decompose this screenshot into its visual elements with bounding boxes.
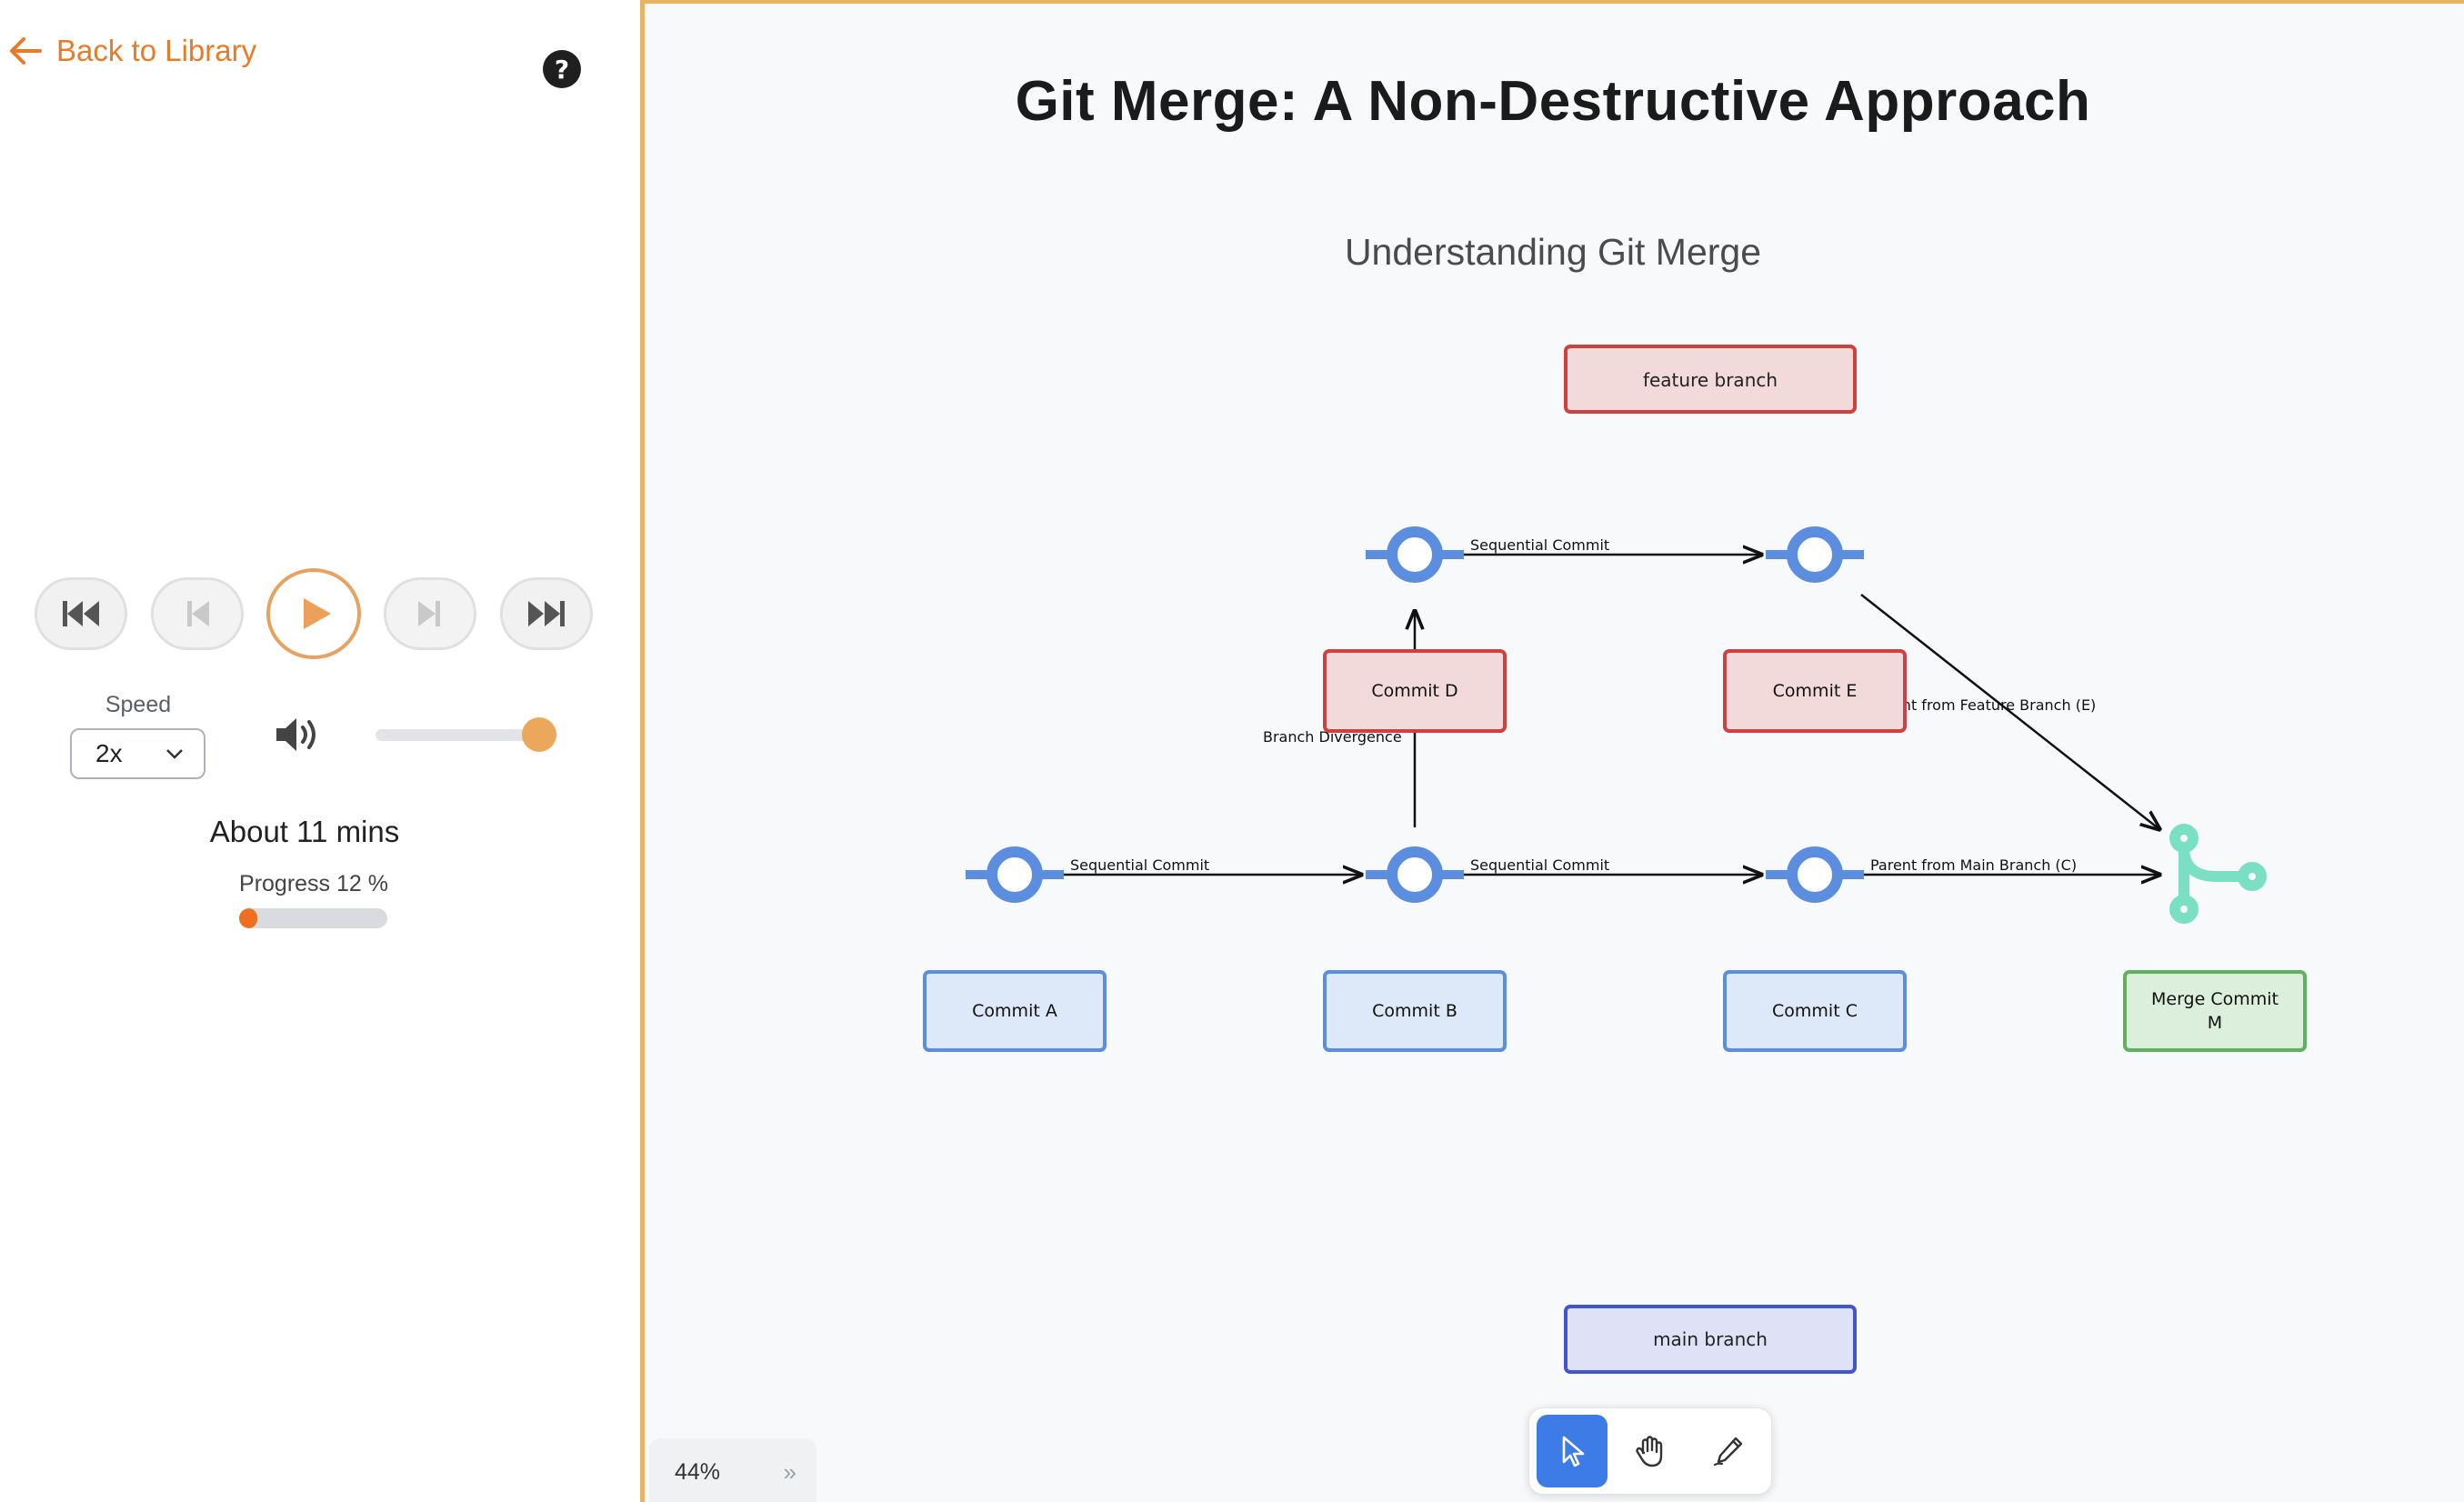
- previous-icon: [187, 601, 209, 626]
- back-to-library-label: Back to Library: [56, 34, 257, 67]
- speed-select[interactable]: 2x: [70, 728, 205, 779]
- duration-text: About 11 mins: [209, 815, 400, 848]
- progress-bar: [239, 908, 387, 928]
- commit-d-box[interactable]: Commit D: [1323, 649, 1507, 733]
- main-branch-box[interactable]: main branch: [1564, 1305, 1857, 1374]
- edge-label-e-m: Parent from Feature Branch (E): [1870, 696, 2096, 714]
- commit-node-icon: [966, 846, 1064, 903]
- commit-d-label: Commit D: [1371, 681, 1457, 701]
- speed-value: 2x: [95, 739, 123, 767]
- page-subtitle: Understanding Git Merge: [1344, 231, 1762, 273]
- commit-e-box[interactable]: Commit E: [1723, 649, 1907, 733]
- skip-to-start-icon: [63, 601, 99, 626]
- volume-thumb[interactable]: [522, 717, 556, 752]
- edge-label-a-b: Sequential Commit: [1070, 856, 1209, 874]
- volume-track: [376, 729, 557, 741]
- commit-b-box[interactable]: Commit B: [1323, 970, 1507, 1052]
- progress-fill: [239, 908, 257, 928]
- pen-tool-button[interactable]: [1693, 1415, 1764, 1487]
- play-button[interactable]: [266, 568, 361, 659]
- edge-labels: Sequential Commit Sequential Commit Sequ…: [1070, 536, 2096, 874]
- next-icon: [418, 601, 440, 626]
- skip-to-end-icon: [528, 601, 565, 626]
- edge-e-m: [1860, 594, 2159, 829]
- commit-a-box[interactable]: Commit A: [923, 970, 1107, 1052]
- commit-e-label: Commit E: [1773, 681, 1858, 701]
- collapse-icon[interactable]: »: [783, 1457, 796, 1486]
- player-sidebar: Back to Library ? Speed: [0, 0, 645, 1502]
- feature-branch-box[interactable]: feature branch: [1564, 345, 1857, 414]
- git-merge-icon: [2169, 824, 2267, 924]
- volume-icon[interactable]: [275, 715, 324, 755]
- progress-label: Progress 12 %: [239, 871, 388, 896]
- skip-to-start-button[interactable]: [35, 577, 127, 650]
- main-branch-label: main branch: [1653, 1328, 1768, 1350]
- zoom-level[interactable]: 44%: [675, 1458, 721, 1485]
- hand-tool-button[interactable]: [1615, 1415, 1686, 1487]
- page-title: Git Merge: A Non-Destructive Approach: [1015, 70, 2091, 133]
- previous-button[interactable]: [151, 577, 244, 650]
- volume-slider[interactable]: [376, 717, 557, 752]
- commit-node-icon: [1366, 526, 1464, 583]
- commit-node-icon: [1366, 846, 1464, 903]
- arrow-left-icon: [10, 37, 42, 65]
- merge-commit-label-line2: M: [2208, 1013, 2222, 1033]
- next-button[interactable]: [384, 577, 476, 650]
- pointer-tool-button[interactable]: [1537, 1415, 1608, 1487]
- chevron-down-icon: [166, 749, 183, 759]
- commit-b-label: Commit B: [1372, 1001, 1457, 1021]
- merge-commit-label-line1: Merge Commit: [2151, 989, 2279, 1009]
- play-icon: [304, 598, 331, 629]
- edge-label-b-c: Sequential Commit: [1470, 856, 1609, 874]
- back-to-library-link[interactable]: Back to Library: [7, 29, 256, 73]
- diagram-canvas[interactable]: Git Merge: A Non-Destructive Approach Un…: [645, 0, 2464, 1502]
- skip-to-end-button[interactable]: [500, 577, 593, 650]
- merge-commit-box[interactable]: Merge Commit M: [2123, 970, 2307, 1052]
- commit-c-label: Commit C: [1772, 1001, 1858, 1021]
- commit-node-icon: [1766, 526, 1864, 583]
- canvas-toolbar: [1528, 1407, 1772, 1495]
- hand-icon: [1636, 1436, 1663, 1467]
- edges: [1063, 555, 2159, 875]
- edge-label-c-m: Parent from Main Branch (C): [1870, 856, 2077, 874]
- edge-label-d-e: Sequential Commit: [1470, 536, 1609, 554]
- zoom-control: 44% »: [649, 1438, 816, 1502]
- pointer-icon: [1562, 1436, 1585, 1467]
- commit-a-label: Commit A: [972, 1001, 1057, 1021]
- git-merge-diagram: feature branch main branch Sequential Co…: [923, 345, 2307, 1374]
- commit-c-box[interactable]: Commit C: [1723, 970, 1907, 1052]
- commit-nodes: [966, 526, 1864, 903]
- speed-label: Speed: [105, 692, 172, 717]
- help-icon[interactable]: ?: [543, 50, 581, 88]
- commit-node-icon: [1766, 846, 1864, 903]
- feature-branch-label: feature branch: [1643, 369, 1778, 391]
- pen-icon: [1713, 1437, 1743, 1467]
